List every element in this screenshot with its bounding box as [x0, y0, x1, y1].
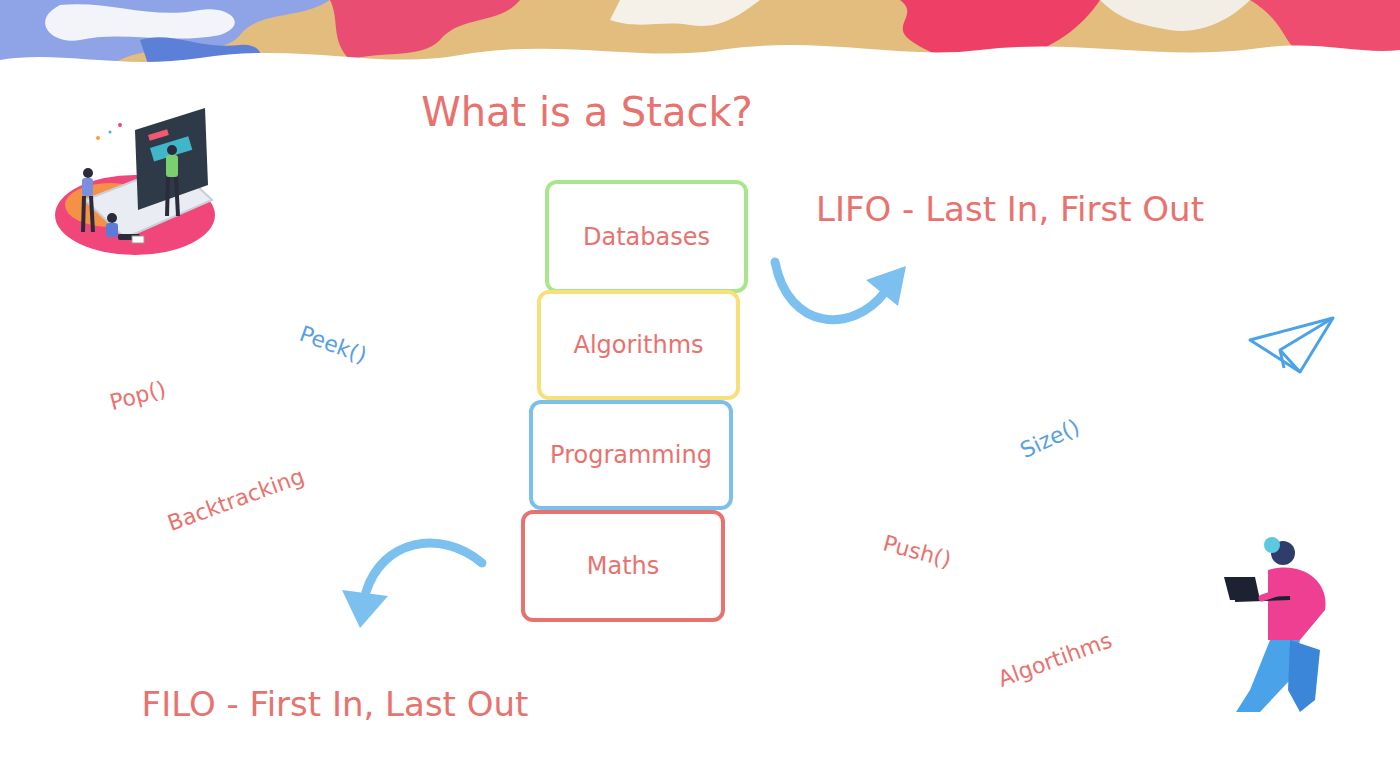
leg: [1288, 640, 1320, 712]
torn-edge: [0, 45, 1400, 90]
torso: [1268, 567, 1326, 640]
band-white: [610, 0, 760, 26]
operation-label: Size(): [1015, 411, 1085, 466]
paper-plane-icon: [1250, 318, 1333, 372]
operation-label: Peek(): [295, 318, 371, 372]
operation-label: Pop(): [106, 373, 169, 419]
team-laptop-illustration: [55, 108, 215, 255]
laptop-screen: [135, 108, 208, 210]
box-label: Programming: [550, 441, 712, 469]
laptop: [1224, 577, 1260, 600]
stack-box: Databases: [545, 180, 748, 293]
curved-arrow: [775, 262, 906, 320]
person-laptop-illustration: [1224, 537, 1326, 712]
title: What is a Stack?: [421, 89, 753, 135]
screen-bar: [148, 129, 169, 141]
operation-label: Push(): [879, 528, 954, 577]
marbled-band: [0, 0, 1400, 90]
box-label: Maths: [587, 552, 660, 580]
stack-box: Programming: [529, 400, 733, 510]
curved-arrow: [342, 543, 482, 628]
topic-label: Backtracking: [163, 460, 309, 539]
hair: [1264, 537, 1280, 553]
band-white: [1100, 0, 1250, 31]
person-sitting: [106, 213, 144, 243]
arm: [1262, 585, 1300, 598]
band-white: [45, 4, 235, 40]
topic-label: Algortihms: [994, 625, 1117, 696]
principle-note: LIFO - Last In, First Out: [810, 185, 1210, 234]
stack-box: Maths: [521, 510, 725, 622]
box-label: Algorithms: [573, 331, 703, 359]
box-label: Databases: [583, 223, 710, 251]
person: [82, 168, 93, 232]
stack-box: Algorithms: [537, 290, 740, 400]
principle-note: FILO - First In, Last Out: [135, 680, 535, 729]
person: [166, 145, 178, 216]
